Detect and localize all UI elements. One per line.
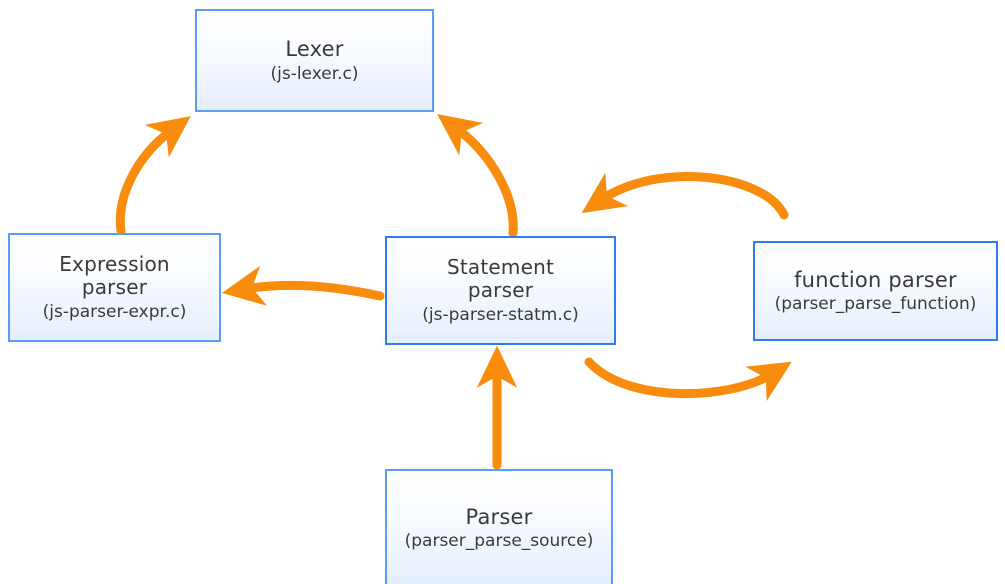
node-expression-parser-title-line1: Expression — [59, 251, 170, 276]
node-expression-parser-subtitle: (js-parser-expr.c) — [42, 302, 187, 323]
node-lexer[interactable]: Lexer (js-lexer.c) — [195, 9, 434, 112]
node-expression-parser-title-line2: parser — [81, 275, 148, 300]
edge-statement-parser-to-expression-parser — [221, 265, 385, 306]
node-lexer-title: Lexer — [285, 37, 344, 62]
node-parser[interactable]: Parser (parser_parse_source) — [385, 469, 613, 584]
edge-statement-parser-to-function-parser — [584, 357, 792, 402]
edge-statement-parser-to-lexer — [437, 114, 518, 238]
node-lexer-subtitle: (js-lexer.c) — [270, 63, 359, 84]
node-statement-parser[interactable]: Statement parser (js-parser-statm.c) — [385, 236, 616, 345]
edge-function-parser-to-statement-parser — [581, 171, 789, 220]
node-function-parser[interactable]: function parser (parser_parse_function) — [753, 241, 998, 341]
node-function-parser-title: function parser — [794, 267, 957, 292]
node-expression-parser[interactable]: Expression parser (js-parser-expr.c) — [8, 233, 221, 342]
node-parser-title: Parser — [465, 504, 533, 529]
node-statement-parser-title-line1: Statement — [446, 254, 555, 279]
node-function-parser-subtitle: (parser_parse_function) — [774, 294, 977, 315]
node-statement-parser-subtitle: (js-parser-statm.c) — [422, 305, 579, 326]
node-statement-parser-title-line2: parser — [467, 278, 534, 303]
node-parser-subtitle: (parser_parse_source) — [404, 531, 594, 552]
edge-expression-parser-to-lexer — [115, 116, 191, 236]
